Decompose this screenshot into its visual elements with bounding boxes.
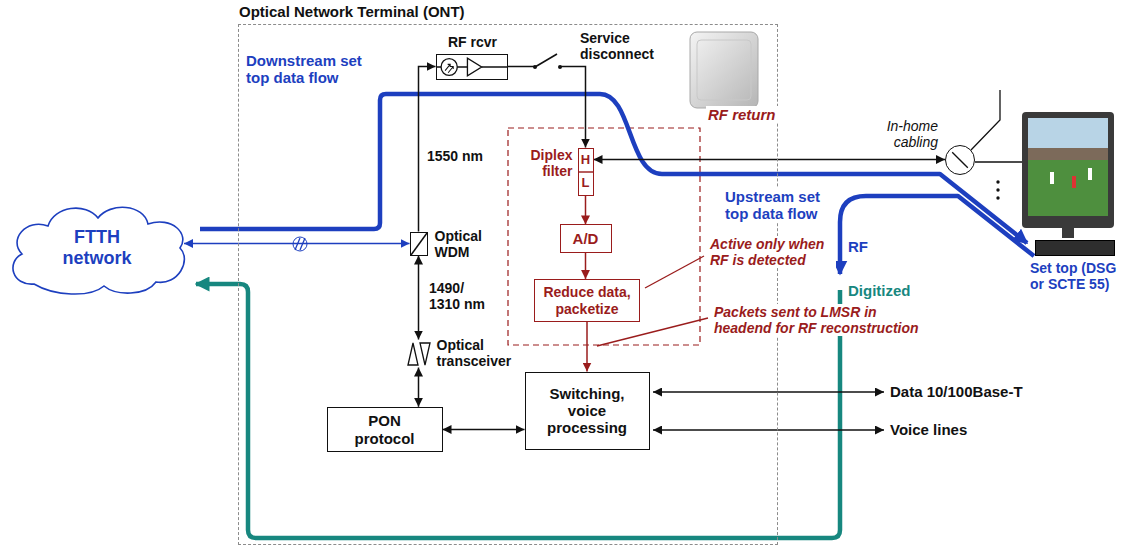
annotation-label: Active only when RF is detected — [708, 236, 836, 268]
edge-label: 1550 nm — [427, 148, 483, 164]
connector — [443, 429, 525, 431]
node-text: Optical WDM — [435, 228, 497, 260]
upstream-flow-line — [840, 196, 1034, 274]
connector — [586, 322, 588, 371]
annotation-label: RF — [848, 238, 868, 255]
tv-frame — [1022, 112, 1114, 228]
in-home-cable — [975, 161, 1022, 162]
node-text: PON protocol — [345, 412, 425, 447]
node-text: L — [579, 172, 593, 195]
diplex-divider — [579, 171, 593, 172]
node-text: Optical transceiver — [437, 337, 521, 369]
tv-player — [1050, 172, 1054, 184]
connector — [418, 368, 420, 407]
rf-return-module-outline — [508, 128, 700, 345]
diplex-filter: Diplex filterHL — [578, 148, 594, 196]
connector — [585, 253, 587, 279]
transmitter-triangle — [408, 343, 418, 365]
node-text: In-home cabling — [866, 118, 938, 150]
receiver-triangle — [420, 343, 430, 365]
tv-crowd — [1028, 148, 1108, 160]
node-outline — [407, 340, 431, 368]
leader-line — [597, 318, 708, 346]
receiver-wiring — [437, 66, 507, 67]
node-text: A/D — [573, 230, 599, 247]
node-outline — [411, 233, 427, 255]
voice-port-line — [653, 429, 884, 431]
wdm-mirror — [411, 233, 427, 255]
connector — [585, 196, 587, 225]
annotation-label: RF return — [706, 106, 778, 123]
in-home-splitter: In-home cabling — [945, 145, 975, 175]
node-text: Diplex filter — [517, 147, 573, 179]
tv-stand — [1062, 228, 1074, 238]
switching-box: Switching, voice processing — [525, 372, 650, 450]
annotation-label: Voice lines — [890, 421, 967, 438]
ont-enclosure-picture — [690, 32, 758, 108]
optical-network-terminal: Optical Network Terminal (ONT)RF rcvrOpt… — [238, 24, 778, 545]
network-cloud: FTTH network — [6, 200, 188, 296]
node-text: Optical Network Terminal (ONT) — [239, 3, 465, 20]
annotation-label: Upstream set top data flow — [723, 188, 835, 223]
annotation-label: Downstream set top data flow — [246, 52, 370, 87]
in-home-cable — [971, 90, 1000, 150]
node-text: Set top (DSG or SCTE 55) — [1030, 260, 1120, 292]
annotation-label: Service disconnect — [580, 30, 664, 62]
television-picture — [1022, 112, 1114, 238]
optical-wdm: Optical WDM — [410, 232, 428, 256]
splitter-mark — [952, 152, 968, 168]
more-outlets-dot — [996, 188, 999, 191]
annotation-label: Digitized — [848, 282, 911, 299]
switch-lever — [535, 54, 557, 67]
annotation-label: Data 10/100Base-T — [890, 383, 1023, 400]
node-outline — [437, 55, 507, 79]
analog-to-digital-box: A/D — [560, 224, 612, 252]
connector — [184, 243, 410, 245]
connector — [508, 67, 586, 148]
annotation-label: Packets sent to LMSR in headend for RF r… — [712, 304, 934, 336]
downstream-flow-line — [200, 94, 1027, 243]
more-outlets-dot — [996, 196, 999, 199]
tv-player — [1072, 176, 1076, 188]
connector — [418, 256, 420, 340]
tv-player — [1088, 168, 1092, 180]
cloud-outline — [13, 207, 184, 294]
enclosure-lid — [697, 40, 751, 100]
tv-screen — [1028, 118, 1108, 216]
tv-field — [1028, 160, 1108, 216]
connector — [594, 159, 946, 161]
photodiode-symbol — [441, 58, 457, 75]
amplifier-symbol — [467, 58, 481, 76]
edge-label: 1490/ 1310 nm — [429, 280, 491, 312]
service-disconnect-switch — [533, 54, 562, 69]
leader-line — [645, 256, 704, 288]
optical-transceiver: Optical transceiver — [407, 340, 431, 368]
packetizer-box: Reduce data, packetize — [534, 279, 640, 322]
node-text: FTTH network — [57, 227, 137, 268]
node-text: Switching, voice processing — [537, 385, 637, 437]
node-text: H — [579, 149, 593, 172]
data-port-line — [653, 391, 884, 393]
node-text: Reduce data, packetize — [539, 284, 635, 316]
rf-receiver: RF rcvr — [436, 54, 508, 80]
node-outline — [946, 146, 974, 174]
pon-protocol-box: PON protocol — [327, 407, 443, 453]
enclosure-body — [690, 32, 758, 108]
light-arrows — [445, 64, 453, 72]
set-top-box: Set top (DSG or SCTE 55) — [1035, 240, 1115, 256]
node-text: RF rcvr — [425, 34, 521, 50]
more-outlets-dot — [996, 180, 999, 183]
